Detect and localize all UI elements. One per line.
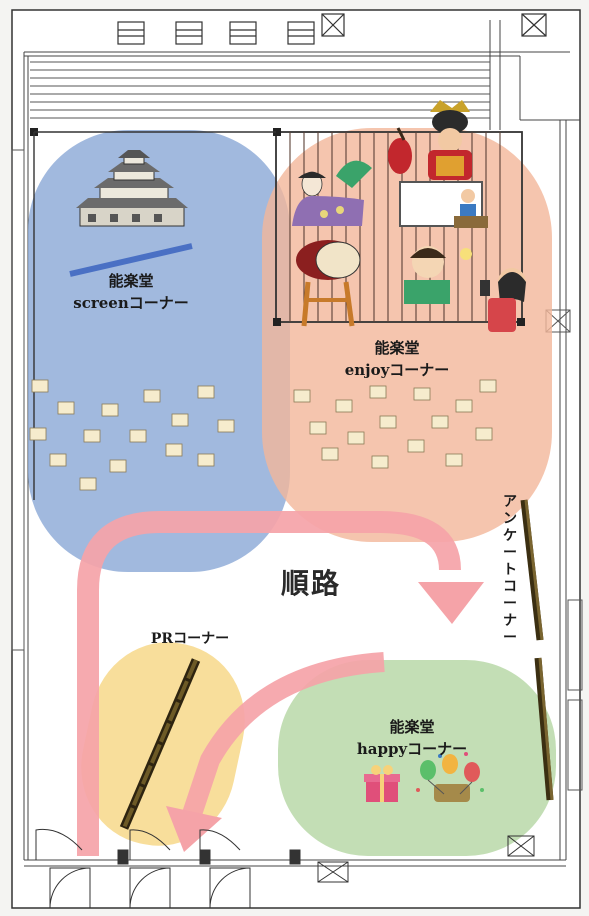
happy-zone (278, 660, 556, 856)
survey-label-char: ア (503, 494, 517, 510)
route-arrowhead-2 (166, 806, 222, 852)
survey-label-char: ナ (503, 613, 517, 629)
screen-seats (29, 379, 235, 491)
reading-child-icon (404, 246, 472, 304)
happy-zone-subtitle: happyコーナー (356, 740, 468, 758)
happy-zone-title: 能楽堂 (389, 718, 435, 736)
survey-label-char: ー (503, 545, 517, 561)
enjoy-zone-subtitle: enjoyコーナー (344, 361, 450, 379)
noh-dancer-icon (292, 160, 372, 226)
pr-zone-label: PRコーナー (150, 631, 230, 647)
enjoy-zone-title: 能楽堂 (374, 339, 420, 357)
screen-zone-label: 能楽堂 screenコーナー (56, 270, 206, 314)
taiko-drum-icon (296, 240, 361, 327)
top-seating-rows (30, 61, 490, 119)
teacher-icon (399, 181, 488, 228)
gift-box-icon (364, 765, 400, 802)
pr-board (119, 658, 201, 830)
screen-bar (69, 243, 193, 277)
screen-zone-title: 能楽堂 (108, 272, 154, 290)
survey-label-char: ー (503, 630, 517, 646)
happy-zone-label: 能楽堂 happyコーナー (332, 716, 492, 760)
survey-label-char: ン (503, 511, 517, 527)
castle-icon (76, 150, 188, 227)
route-label: 順路 (280, 567, 341, 600)
screen-zone-subtitle: screenコーナー (73, 294, 189, 312)
enjoy-zone-label: 能楽堂 enjoyコーナー (322, 337, 472, 381)
samurai-armor-icon (388, 100, 472, 180)
survey-label-char: ー (503, 596, 517, 612)
survey-corner-label: アンケートコーナー (500, 494, 520, 647)
survey-label-char: ケ (503, 528, 517, 544)
survey-boards (520, 499, 554, 801)
child-with-phone-icon (480, 268, 526, 332)
bottom-doors (35, 828, 535, 909)
route-arrowhead-1 (418, 582, 484, 624)
party-balloons-icon (416, 752, 484, 802)
screen-zone (28, 130, 290, 572)
survey-label-char: コ (503, 579, 517, 595)
route-arrows (77, 511, 461, 856)
enjoy-seats (293, 379, 497, 469)
top-windows (117, 13, 547, 45)
survey-label-char: ト (503, 562, 517, 578)
